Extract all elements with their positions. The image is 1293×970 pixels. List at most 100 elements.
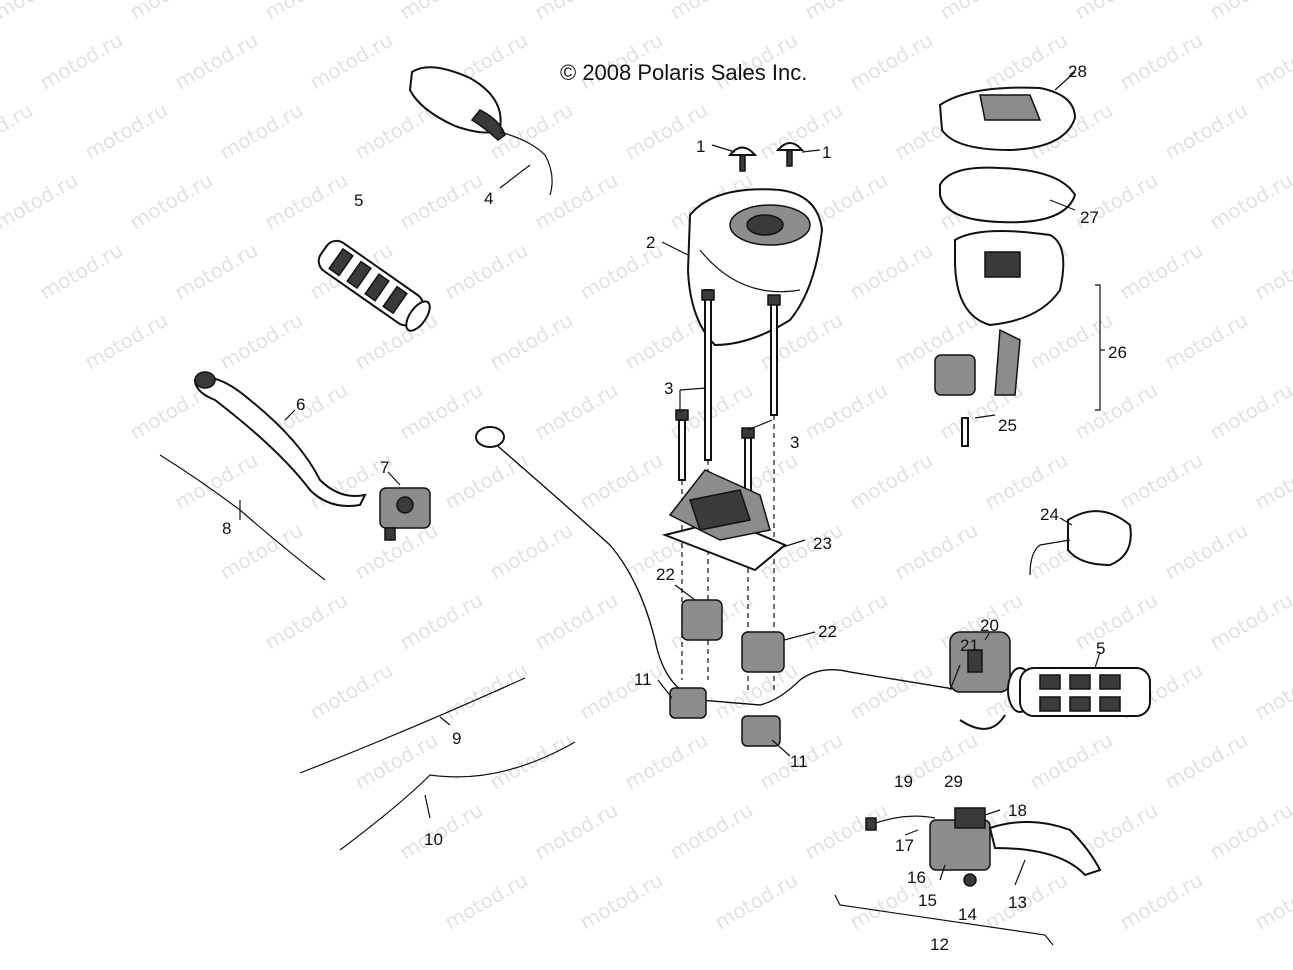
watermark-text: motod.ru xyxy=(1251,238,1293,305)
watermark-text: motod.ru xyxy=(531,0,622,24)
watermark-text: motod.ru xyxy=(801,378,892,445)
watermark-text: motod.ru xyxy=(396,168,487,235)
watermark-text: motod.ru xyxy=(441,238,532,305)
callout-label: 22 xyxy=(656,565,675,584)
screws-top xyxy=(727,142,805,172)
watermark-text: motod.ru xyxy=(1116,448,1207,515)
watermark-text: motod.ru xyxy=(1251,658,1293,725)
callout-label: 8 xyxy=(222,519,231,538)
watermark-text: motod.ru xyxy=(1116,238,1207,305)
watermark-text: motod.ru xyxy=(891,518,982,585)
watermark-text: motod.ru xyxy=(396,588,487,655)
watermark-text: motod.ru xyxy=(711,868,802,935)
callout-label: 21 xyxy=(960,636,979,655)
callout-label: 26 xyxy=(1108,343,1127,362)
watermark-text: motod.ru xyxy=(396,0,487,24)
watermark-text: motod.ru xyxy=(0,0,82,24)
callout-label: 9 xyxy=(452,729,461,748)
watermark-text: motod.ru xyxy=(486,518,577,585)
watermark-text: motod.ru xyxy=(1116,28,1207,95)
watermark-text: motod.ru xyxy=(531,588,622,655)
watermark-text: motod.ru xyxy=(0,98,37,165)
watermark-text: motod.ru xyxy=(981,28,1072,95)
watermark-text: motod.ru xyxy=(1161,728,1252,795)
callout-label: 14 xyxy=(958,905,977,924)
watermark-text: motod.ru xyxy=(666,798,757,865)
leader-lines xyxy=(239,71,1105,946)
watermark-text: motod.ru xyxy=(1161,518,1252,585)
callout-label: 12 xyxy=(930,935,949,954)
watermark-text: motod.ru xyxy=(171,238,262,305)
watermark-text: motod.ru xyxy=(486,308,577,375)
watermark-text: motod.ru xyxy=(126,168,217,235)
callout-label: 19 xyxy=(894,772,913,791)
callout-label: 3 xyxy=(790,433,799,452)
watermark-text: motod.ru xyxy=(1251,868,1293,935)
mirror-right xyxy=(1029,510,1132,576)
watermark-text: motod.ru xyxy=(126,0,217,24)
watermark-text: motod.ru xyxy=(306,658,397,725)
callout-label: 29 xyxy=(944,772,963,791)
watermark-text: motod.ru xyxy=(801,588,892,655)
callout-label: 18 xyxy=(1008,801,1027,820)
watermark-text: motod.ru xyxy=(1071,0,1162,24)
watermark-text: motod.ru xyxy=(1161,98,1252,165)
watermark-text: motod.ru xyxy=(756,98,847,165)
handlebar-pod xyxy=(686,188,824,347)
watermark-text: motod.ru xyxy=(81,308,172,375)
watermark-text: motod.ru xyxy=(486,728,577,795)
watermark-text: motod.ru xyxy=(261,168,352,235)
watermark-text: motod.ru xyxy=(171,448,262,515)
grip-left xyxy=(317,239,431,332)
switch-housing xyxy=(949,631,1011,730)
callout-label: 10 xyxy=(424,830,443,849)
watermark-text: motod.ru xyxy=(801,798,892,865)
watermark-text: motod.ru xyxy=(531,378,622,445)
watermark-text: motod.ru xyxy=(36,28,127,95)
watermark-text: motod.ru xyxy=(306,28,397,95)
watermark-text: motod.ru xyxy=(846,238,937,305)
watermark-text: motod.ru xyxy=(1071,378,1162,445)
watermark-text: motod.ru xyxy=(936,0,1027,24)
watermark-text: motod.ru xyxy=(1206,378,1293,445)
watermark-text: motod.ru xyxy=(1251,28,1293,95)
callout-label: 22 xyxy=(818,622,837,641)
watermark-text: motod.ru xyxy=(1251,448,1293,515)
watermark-text: motod.ru xyxy=(1116,868,1207,935)
watermark-text: motod.ru xyxy=(846,658,937,725)
watermark-text: motod.ru xyxy=(1026,728,1117,795)
handlebar xyxy=(475,426,961,706)
cable-9 xyxy=(299,677,526,774)
callout-label: 23 xyxy=(813,534,832,553)
watermark-text: motod.ru xyxy=(846,448,937,515)
watermark-text: motod.ru xyxy=(1206,588,1293,655)
watermark-text: motod.ru xyxy=(216,98,307,165)
callout-label: 5 xyxy=(354,191,363,210)
watermark-text: motod.ru xyxy=(846,28,937,95)
callout-label: 3 xyxy=(664,379,673,398)
callout-label: 15 xyxy=(918,891,937,910)
watermark-text: motod.ru xyxy=(531,168,622,235)
watermark-text: motod.ru xyxy=(576,448,667,515)
brake-lever-right xyxy=(865,807,1102,887)
watermark-text: motod.ru xyxy=(261,0,352,24)
clamp-plate xyxy=(661,469,787,572)
watermark-text: motod.ru xyxy=(441,448,532,515)
callout-label: 20 xyxy=(980,616,999,635)
watermark-text: motod.ru xyxy=(621,728,712,795)
watermark-text: motod.ru xyxy=(0,168,82,235)
watermark-text: motod.ru xyxy=(1071,588,1162,655)
watermark-text: motod.ru xyxy=(1206,0,1293,24)
watermark-text: motod.ru xyxy=(441,868,532,935)
watermark-text: motod.ru xyxy=(666,0,757,24)
callout-label: 4 xyxy=(484,189,493,208)
callout-label: 28 xyxy=(1068,62,1087,81)
callout-label: 11 xyxy=(790,752,808,771)
watermark-text: motod.ru xyxy=(396,378,487,445)
watermark-text: motod.ru xyxy=(171,28,262,95)
callout-label: 16 xyxy=(907,868,926,887)
callout-label: 11 xyxy=(634,670,652,689)
